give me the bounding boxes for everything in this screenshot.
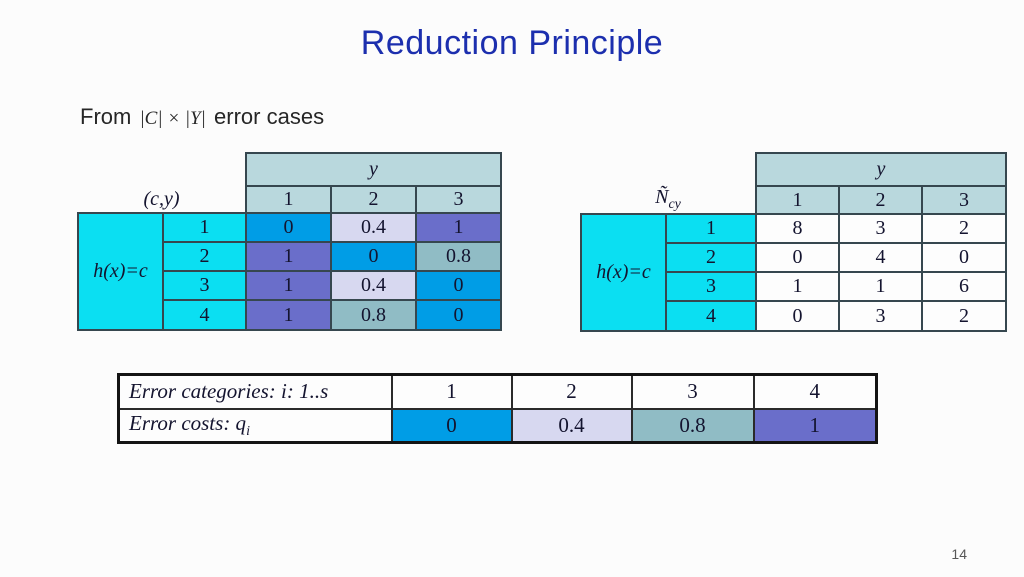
matrix-cell: 0: [245, 212, 332, 243]
row-header: 4: [162, 299, 247, 331]
subtitle-math: |C| × |Y|: [139, 108, 206, 129]
row-header: 4: [665, 300, 757, 332]
col-group-header: y: [245, 152, 502, 187]
matrix-cell: 1: [245, 241, 332, 272]
matrix-cell: 3: [838, 300, 923, 332]
corner-spacer: [581, 153, 756, 186]
row-header: 2: [162, 241, 247, 272]
col-header: 2: [838, 185, 923, 215]
matrix-cell: 2: [921, 213, 1007, 244]
page-number: 14: [951, 546, 967, 562]
col-header: 1: [755, 185, 840, 215]
matrix-cell: 0: [415, 299, 502, 331]
cost-cell: 0: [390, 407, 513, 444]
category-header: 2: [510, 373, 633, 410]
costs-label: Error costs: qi: [117, 407, 393, 444]
row-group-header: h(x)=c: [77, 212, 164, 331]
category-header: 4: [752, 373, 878, 410]
category-header: 3: [630, 373, 755, 410]
matrix-cell: 4: [838, 242, 923, 273]
cost-cell: 0.8: [630, 407, 755, 444]
col-group-header: y: [755, 152, 1007, 187]
error-costs-table: Error categories: i: 1..s 1 2 3 4 Error …: [117, 373, 878, 444]
corner-label-ncy: Ñcy: [581, 186, 756, 214]
subtitle-prefix: From: [80, 104, 132, 129]
cost-cell: 1: [752, 407, 878, 444]
subtitle: From |C| × |Y| error cases: [80, 104, 324, 130]
categories-label: Error categories: i: 1..s: [117, 373, 393, 410]
matrix-cell: 1: [838, 271, 923, 302]
matrix-cell: 1: [755, 271, 840, 302]
matrix-cell: 0.4: [330, 270, 417, 301]
row-header: 2: [665, 242, 757, 273]
counts-matrix: y Ñcy 1 2 3 h(x)=c 1 8 3 2 2 0 4 0 3 1 1…: [580, 152, 1007, 332]
matrix-cell: 0: [921, 242, 1007, 273]
matrix-cell: 2: [921, 300, 1007, 332]
row-group-header: h(x)=c: [580, 213, 667, 332]
row-header: 1: [665, 213, 757, 244]
slide-title: Reduction Principle: [360, 24, 664, 62]
ncy-symbol: Ñ: [655, 186, 669, 208]
matrix-cell: 0: [330, 241, 417, 272]
corner-label: (c,y): [143, 187, 180, 210]
matrix-cell: 0: [755, 300, 840, 332]
col-header: 2: [330, 185, 417, 214]
costs-label-text: Error costs: q: [129, 410, 247, 435]
matrix-cell: 8: [755, 213, 840, 244]
matrix-cell: 0: [755, 242, 840, 273]
category-header: 1: [390, 373, 513, 410]
matrix-cell: 1: [245, 299, 332, 331]
col-header: 1: [245, 185, 332, 214]
col-header: 3: [415, 185, 502, 214]
row-header: 3: [665, 271, 757, 302]
ncy-subscript: cy: [668, 197, 681, 212]
cost-cell: 0.4: [510, 407, 633, 444]
corner-spacer: [78, 153, 246, 186]
error-cost-matrix: y (c,y) 1 2 3 h(x)=c 1 0 0.4 1 2 1 0 0.8…: [77, 152, 502, 331]
matrix-cell: 0: [415, 270, 502, 301]
subtitle-suffix: error cases: [214, 104, 325, 129]
matrix-cell: 0.8: [415, 241, 502, 272]
matrix-cell: 1: [415, 212, 502, 243]
matrix-cell: 1: [245, 270, 332, 301]
col-header: 3: [921, 185, 1007, 215]
matrix-cell: 6: [921, 271, 1007, 302]
matrix-cell: 0.4: [330, 212, 417, 243]
row-header: 1: [162, 212, 247, 243]
matrix-cell: 3: [838, 213, 923, 244]
costs-label-subscript: i: [246, 423, 250, 439]
matrix-cell: 0.8: [330, 299, 417, 331]
row-header: 3: [162, 270, 247, 301]
